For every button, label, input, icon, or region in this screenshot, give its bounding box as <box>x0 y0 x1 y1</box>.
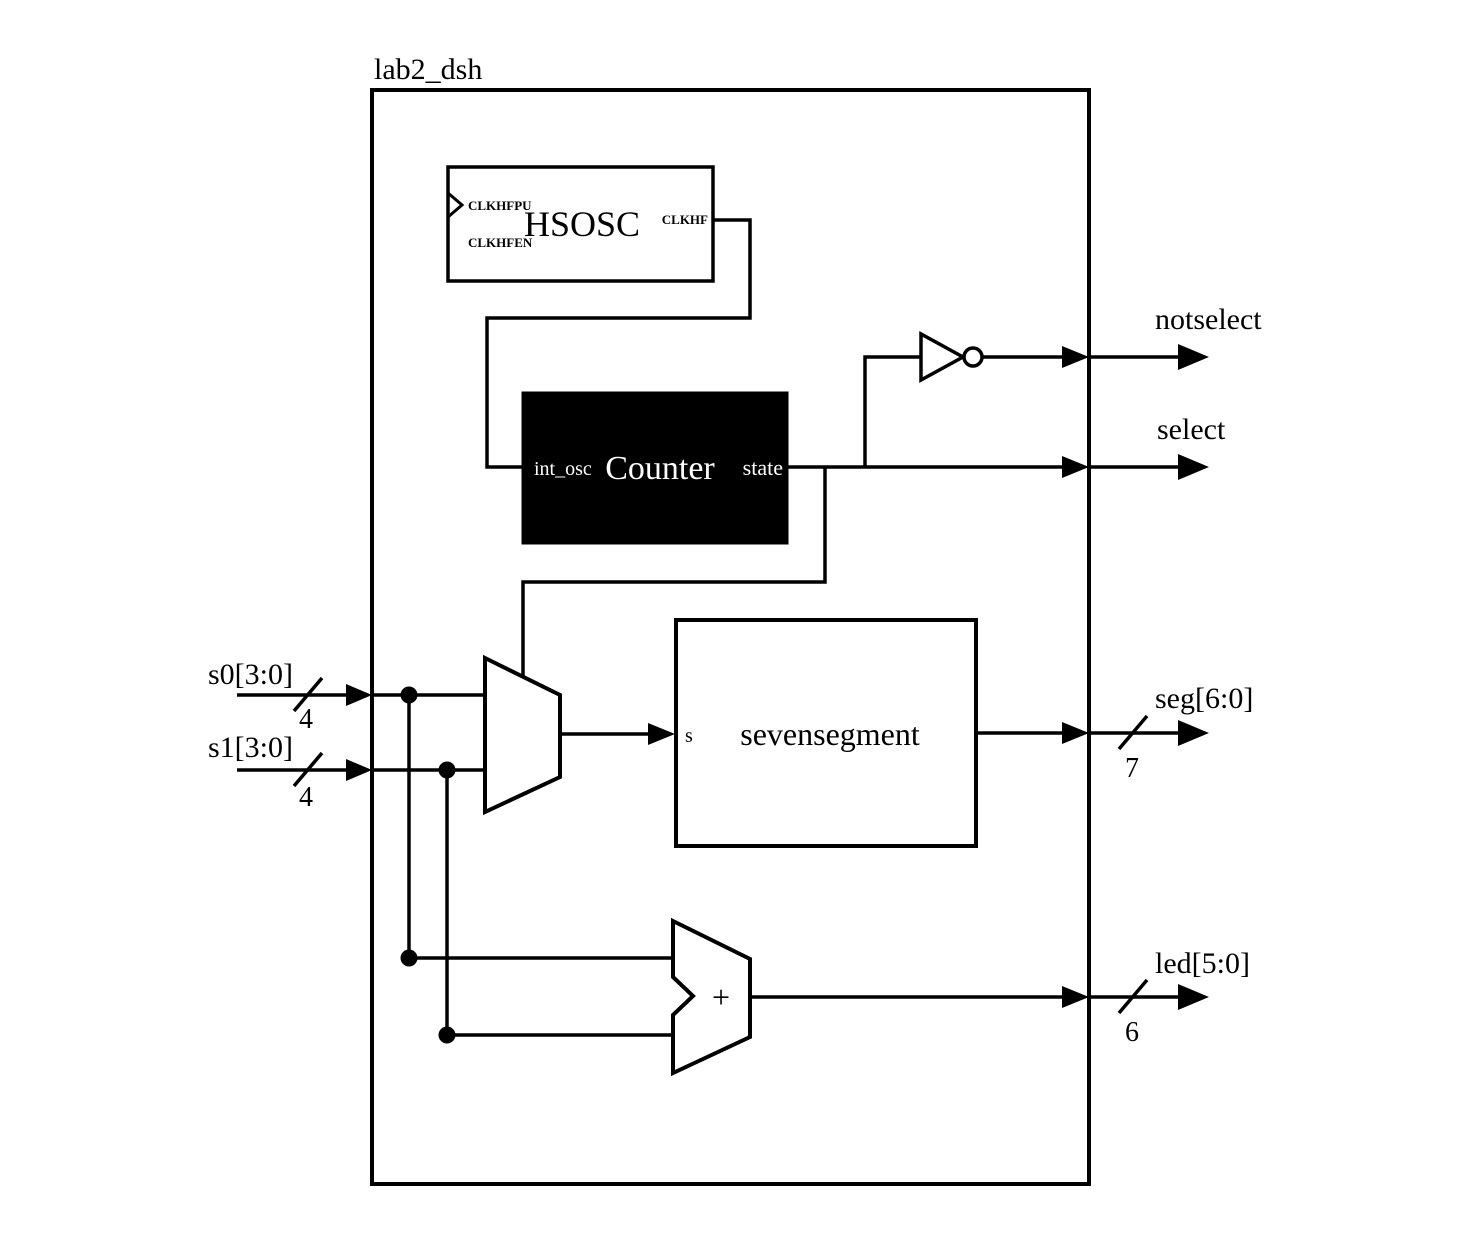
arrowhead-boundary-select-icon <box>1062 456 1089 478</box>
output-notselect-label: notselect <box>1155 303 1262 336</box>
hsosc-box <box>446 165 715 283</box>
wire-clkhf-to-intosc <box>485 218 752 469</box>
inverter-triangle-icon <box>919 331 967 383</box>
input-s0-label: s0[3:0] <box>208 658 293 691</box>
module-title: lab2_dsh <box>374 53 482 86</box>
arrowhead-boundary-led-icon <box>1062 986 1089 1008</box>
arrowhead-mux-out-icon <box>648 723 675 745</box>
counter-box <box>521 391 789 545</box>
arrowhead-s0-icon <box>346 684 372 706</box>
arrowhead-seg-icon <box>1178 720 1209 746</box>
output-seg-label: seg[6:0] <box>1155 682 1253 715</box>
hsosc-port-clkhfen: CLKHFEN <box>468 235 533 250</box>
counter-block: int_osc Counter state <box>521 391 789 545</box>
bus-slash-seg-icon <box>1117 714 1149 751</box>
hsosc-block: CLKHFPU CLKHFEN HSOSC CLKHF <box>446 165 715 283</box>
arrowhead-boundary-seg-icon <box>1062 722 1089 744</box>
junction-dot-s0-bottom <box>400 949 418 967</box>
input-s0: s0[3:0] 4 <box>208 658 372 735</box>
bus-width-seg: 7 <box>1125 753 1139 784</box>
bus-width-s0: 4 <box>299 704 313 735</box>
hsosc-label: HSOSC <box>524 204 640 244</box>
counter-label: Counter <box>605 450 715 487</box>
inverter-gate <box>919 331 1063 383</box>
sevensegment-label: sevensegment <box>740 716 920 752</box>
mux <box>483 654 675 816</box>
bus-slash-s1-icon <box>292 751 324 788</box>
junction-dot-s0-top <box>400 686 418 704</box>
input-s1: s1[3:0] 4 <box>208 731 372 813</box>
output-select: select <box>1089 413 1226 480</box>
output-notselect: notselect <box>1089 303 1262 370</box>
arrowhead-boundary-notselect-icon <box>1062 346 1089 368</box>
output-seg: seg[6:0] 7 <box>1089 682 1253 784</box>
counter-port-state: state <box>743 455 783 480</box>
junction-dot-s1-bottom <box>438 1026 456 1044</box>
wire-state-to-inverter <box>863 355 921 467</box>
output-led: led[5:0] 6 <box>1089 947 1250 1048</box>
mux-shape-icon <box>483 654 562 816</box>
hsosc-port-clkhfpu: CLKHFPU <box>468 198 532 213</box>
wire-state-to-mux-select <box>521 467 827 679</box>
adder-plus-label: + <box>712 979 730 1015</box>
counter-port-int-osc: int_osc <box>534 458 592 480</box>
module-boundary-box <box>370 88 1091 1186</box>
bus-width-led: 6 <box>1125 1017 1139 1048</box>
adder-shape-icon <box>671 917 752 1077</box>
arrowhead-notselect-icon <box>1178 344 1209 370</box>
output-select-label: select <box>1157 413 1226 446</box>
input-s1-label: s1[3:0] <box>208 731 293 764</box>
bus-slash-led-icon <box>1117 978 1149 1015</box>
arrowhead-select-icon <box>1178 454 1209 480</box>
arrowhead-led-icon <box>1178 984 1209 1010</box>
sevensegment-block: s sevensegment <box>674 618 1063 848</box>
junction-dot-s1-top <box>438 761 456 779</box>
arrowhead-s1-icon <box>346 759 372 781</box>
clock-marker-icon <box>447 191 465 219</box>
sevensegment-port-s: s <box>685 725 693 747</box>
hsosc-port-clkhf: CLKHF <box>662 212 708 227</box>
bus-width-s1: 4 <box>299 782 313 813</box>
bus-slash-s0-icon <box>292 676 324 713</box>
inverter-bubble-icon <box>962 346 984 368</box>
output-led-label: led[5:0] <box>1155 947 1250 980</box>
adder: + <box>671 917 1063 1077</box>
